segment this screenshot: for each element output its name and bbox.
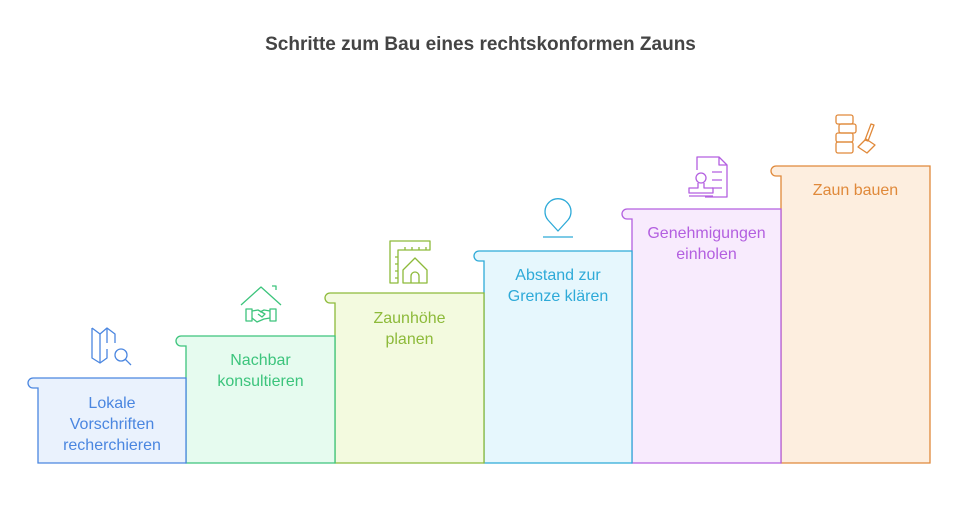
- step-5-genehmigungen: [621, 208, 782, 464]
- location-pin-icon: [543, 198, 573, 238]
- step-3-zaunhoehe: [324, 292, 485, 464]
- ruler-house-icon: [389, 240, 431, 284]
- bricks-trowel-icon: [835, 114, 876, 154]
- diagram-title: Schritte zum Bau eines rechtskonformen Z…: [265, 34, 696, 55]
- step-6-label: Zaun bauen: [812, 182, 899, 199]
- step-2-label: Nachbar konsultieren: [217, 352, 304, 390]
- map-search-icon: [91, 327, 132, 366]
- step-6-zaun-bauen: [770, 165, 931, 464]
- step-2-nachbar: [175, 335, 336, 464]
- stamp-document-icon: [688, 156, 728, 198]
- step-1-vorschriften: [27, 377, 187, 464]
- step-4-abstand: [473, 250, 633, 464]
- step-5-label: Genehmigungen einholen: [647, 225, 766, 263]
- step-4-label: Abstand zur Grenze klären: [507, 267, 609, 305]
- house-handshake-icon: [240, 285, 282, 323]
- step-1-label: Lokale Vorschriften recherchieren: [63, 395, 161, 454]
- step-3-label: Zaunhöhe planen: [373, 310, 446, 348]
